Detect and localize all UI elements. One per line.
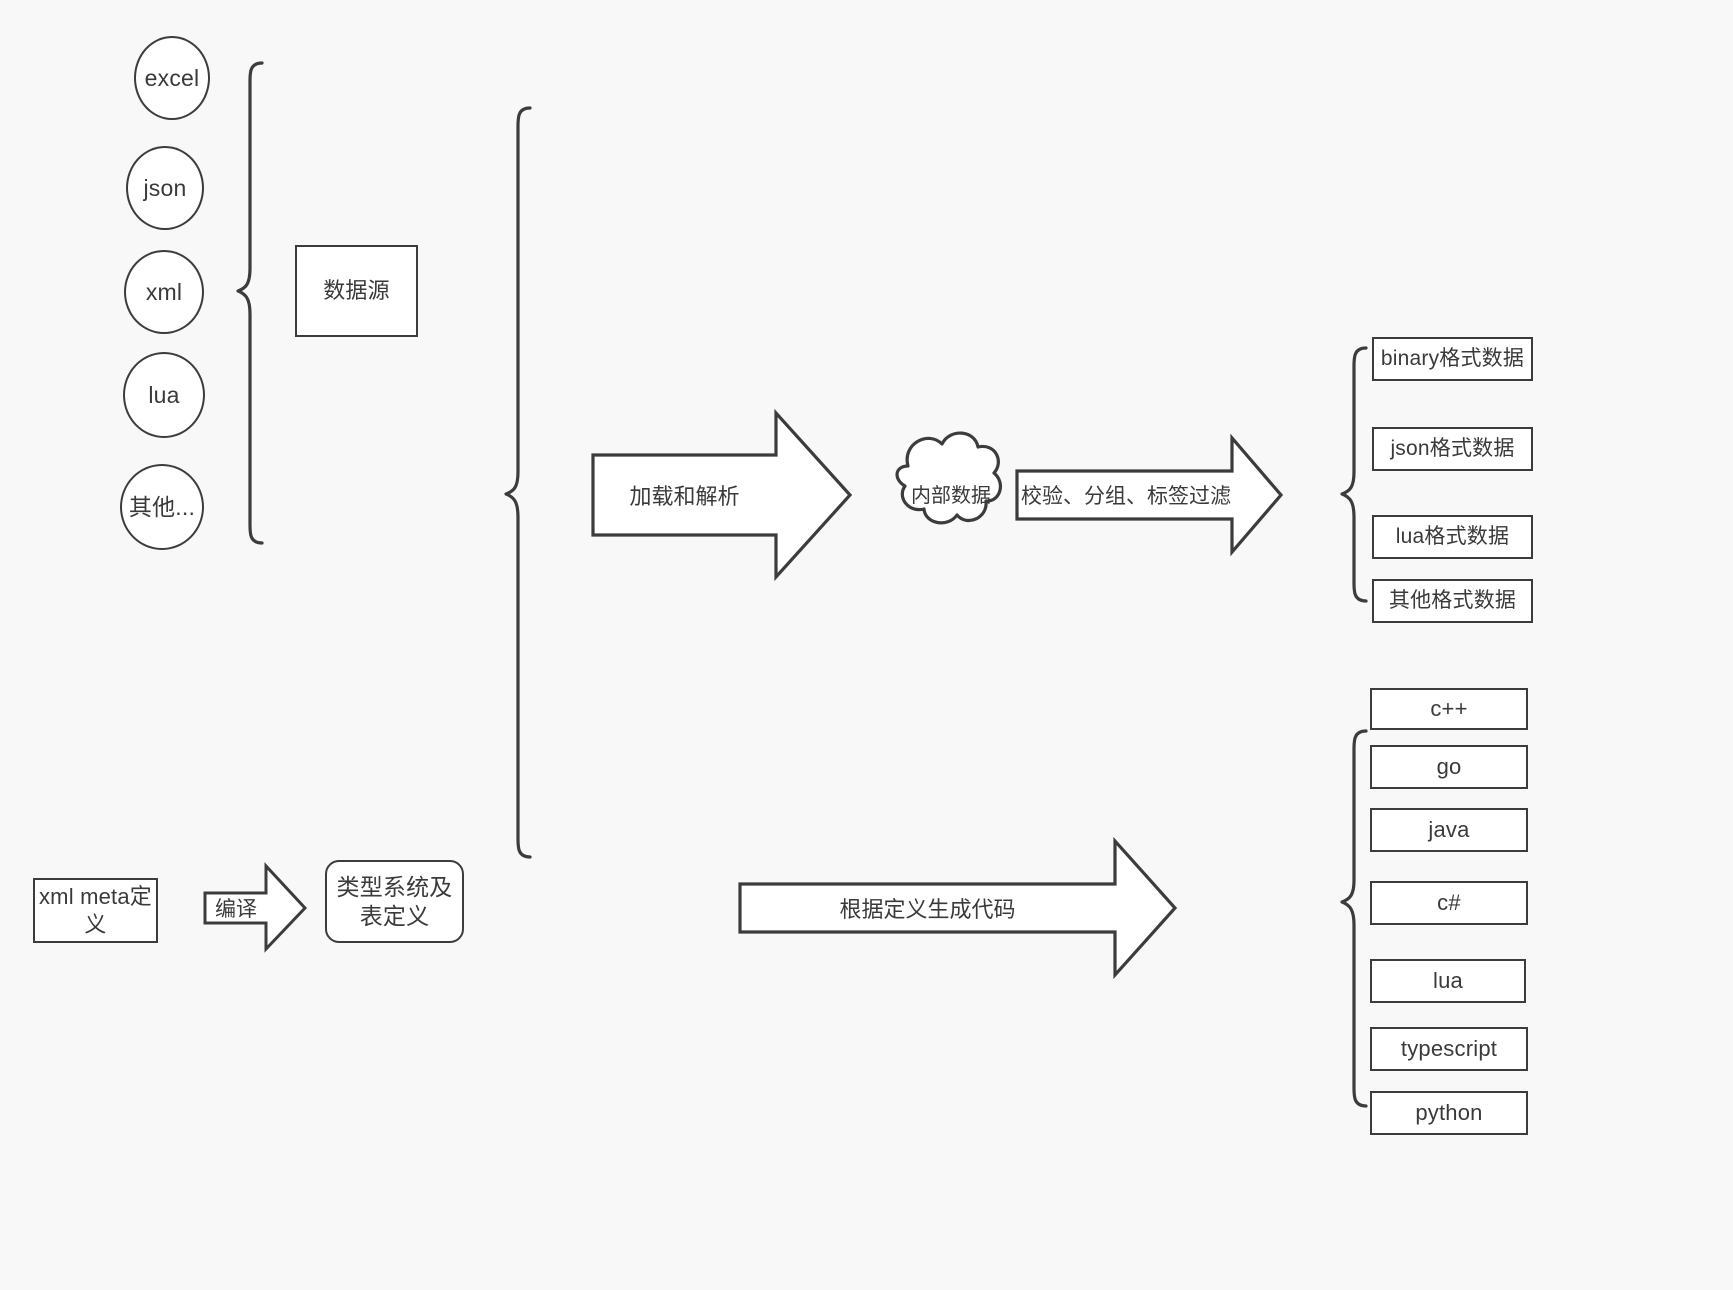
brace-output-formats — [1340, 346, 1368, 603]
cloud-icon — [895, 431, 1003, 525]
language-box-lua[interactable]: lua — [1370, 959, 1526, 1003]
arrow-codegen — [738, 836, 1178, 980]
transform-label: 校验、分组、标签过滤 — [1021, 485, 1231, 508]
language-box-go[interactable]: go — [1370, 745, 1528, 789]
source-label: excel — [144, 64, 200, 91]
source-node-excel[interactable]: excel — [134, 36, 210, 120]
language-box-cpp[interactable]: c++ — [1370, 688, 1528, 730]
language-box-python[interactable]: python — [1370, 1091, 1528, 1135]
source-node-lua[interactable]: lua — [123, 352, 205, 438]
xml-meta-definition-box[interactable]: xml meta定义 — [33, 878, 158, 943]
data-source-box[interactable]: 数据源 — [295, 245, 418, 337]
type-system-label: 类型系统及表定义 — [336, 873, 453, 929]
source-node-json[interactable]: json — [126, 146, 204, 230]
load-parse-label: 加载和解析 — [629, 484, 740, 509]
source-label: json — [143, 174, 187, 201]
brace-pipeline-input — [504, 106, 532, 859]
language-box-typescript[interactable]: typescript — [1370, 1027, 1528, 1071]
output-box-json[interactable]: json格式数据 — [1372, 427, 1533, 471]
output-label: json格式数据 — [1390, 436, 1515, 460]
output-label: lua格式数据 — [1395, 524, 1510, 548]
compile-arrow-label: 编译 — [215, 898, 257, 921]
brace-languages — [1340, 729, 1368, 1108]
internal-data-label: 内部数据 — [911, 484, 991, 507]
language-label: python — [1415, 1100, 1483, 1126]
language-label: java — [1428, 817, 1470, 843]
output-label: binary格式数据 — [1380, 346, 1525, 370]
output-box-lua[interactable]: lua格式数据 — [1372, 515, 1533, 559]
source-label: xml — [145, 278, 183, 305]
source-label: 其他... — [128, 493, 196, 520]
output-box-binary[interactable]: binary格式数据 — [1372, 337, 1533, 381]
language-label: c++ — [1430, 696, 1468, 722]
language-label: lua — [1433, 968, 1463, 994]
language-label: go — [1436, 754, 1462, 780]
arrow-load-parse — [591, 408, 853, 582]
source-label: lua — [148, 381, 180, 408]
data-source-label: 数据源 — [323, 278, 390, 304]
source-node-xml[interactable]: xml — [124, 250, 204, 334]
arrow-compile — [203, 862, 308, 953]
brace-sources — [236, 61, 264, 545]
type-system-box[interactable]: 类型系统及表定义 — [325, 860, 464, 943]
language-label: c# — [1437, 890, 1461, 916]
xml-meta-definition-label: xml meta定义 — [38, 884, 153, 937]
language-box-java[interactable]: java — [1370, 808, 1528, 852]
output-label: 其他格式数据 — [1388, 588, 1517, 612]
output-box-other[interactable]: 其他格式数据 — [1372, 579, 1533, 623]
codegen-label: 根据定义生成代码 — [839, 897, 1016, 922]
arrow-transform — [1015, 433, 1284, 557]
source-node-other[interactable]: 其他... — [120, 464, 204, 550]
language-box-csharp[interactable]: c# — [1370, 881, 1528, 925]
language-label: typescript — [1400, 1036, 1498, 1062]
